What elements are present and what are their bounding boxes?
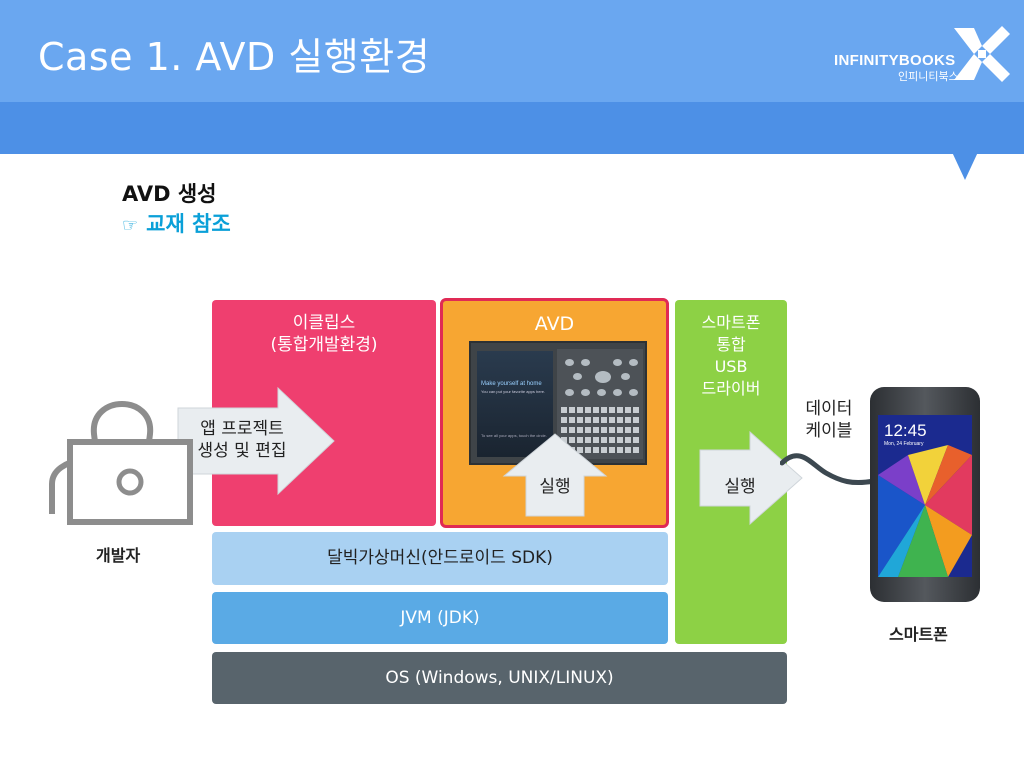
- run-avd-arrow-label: 실행: [539, 477, 571, 497]
- emulator-keyboard-row: [561, 447, 639, 453]
- avd-label: AVD: [534, 313, 575, 335]
- label-line: USB: [714, 357, 748, 376]
- label-line: 스마트폰: [701, 313, 761, 332]
- emulator-key: [565, 359, 574, 366]
- infinitybooks-logo-icon: [954, 26, 1010, 82]
- emulator-key: [573, 373, 582, 380]
- emulator-key: [613, 359, 622, 366]
- developer-icon: [49, 401, 193, 525]
- emulator-key: [597, 389, 606, 396]
- reference-text: 교재 참조: [146, 212, 231, 236]
- smartphone-label: 스마트폰: [889, 625, 948, 644]
- run-phone-arrow-label: 실행: [724, 477, 756, 497]
- smartphone-screen: 12:45 Mon, 24 February: [878, 415, 972, 577]
- slide-title: Case 1. AVD 실행환경: [38, 35, 431, 79]
- smartphone-date: Mon, 24 February: [884, 441, 924, 447]
- emulator-apps-text: To see all your apps, touch the circle.: [481, 433, 547, 438]
- emulator-key: [581, 359, 590, 366]
- run-avd-arrow: [502, 433, 608, 517]
- label-line: (통합개발환경): [270, 335, 378, 355]
- emulator-keyboard-row: [561, 427, 639, 433]
- label-line: 드라이버: [701, 379, 761, 398]
- emulator-keypad: [557, 349, 643, 459]
- header-band-top: [0, 0, 1024, 102]
- emulator-welcome-text: Make yourself at home: [481, 381, 542, 387]
- smartphone-image: 12:45 Mon, 24 February: [870, 387, 980, 602]
- section-subtitle: AVD 생성: [122, 182, 217, 206]
- emulator-key: [629, 389, 638, 396]
- eclipse-label: 이클립스(통합개발환경): [212, 312, 436, 356]
- smartphone-wallpaper: [878, 445, 972, 577]
- emulator-keyboard-row: [561, 417, 639, 423]
- eclipse-label-line: 이클립스(통합개발환경): [212, 312, 436, 356]
- emulator-key: [629, 359, 638, 366]
- dalvik-vm-layer: [212, 532, 668, 585]
- emulator-hint-text: You can put your favorite apps here.: [481, 389, 546, 394]
- run-phone-arrow: [699, 430, 803, 526]
- label-line: 케이블: [805, 421, 853, 441]
- emulator-keyboard-row: [561, 437, 639, 443]
- smartphone-clock: 12:45: [884, 421, 927, 440]
- jvm-layer: [212, 592, 668, 644]
- logo-text-english: INFINITYBOOKS: [834, 52, 956, 69]
- label-line: 생성 및 편집: [197, 441, 287, 461]
- emulator-key: [613, 389, 622, 396]
- create-edit-arrow: [177, 386, 335, 496]
- data-cable-icon: [780, 453, 876, 486]
- emulator-keyboard-row: [561, 407, 639, 413]
- reference-line: ☞ 교재 참조: [122, 208, 231, 238]
- os-layer: [212, 652, 787, 704]
- emulator-key: [621, 373, 630, 380]
- developer-label: 개발자: [96, 546, 141, 565]
- jvm-label: JVM (JDK): [400, 608, 480, 628]
- label-line: 앱 프로젝트: [200, 419, 284, 439]
- emulator-key: [565, 389, 574, 396]
- emulator-screen: Make yourself at home You can put your f…: [477, 351, 553, 457]
- label-line: 통합: [716, 335, 746, 354]
- header-band-bottom: [0, 102, 1024, 154]
- emulator-dpad: [595, 371, 611, 383]
- dalvik-label: 달빅가상머신(안드로이드 SDK): [327, 548, 553, 568]
- os-label: OS (Windows, UNIX/LINUX): [385, 668, 614, 688]
- logo-text-korean: 인피니티북스: [898, 70, 959, 83]
- label-line: 이클립스: [292, 313, 356, 333]
- label-line: 데이터: [805, 399, 853, 419]
- header-notch: [952, 152, 978, 180]
- pointing-hand-icon: ☞: [122, 215, 139, 236]
- emulator-key: [581, 389, 590, 396]
